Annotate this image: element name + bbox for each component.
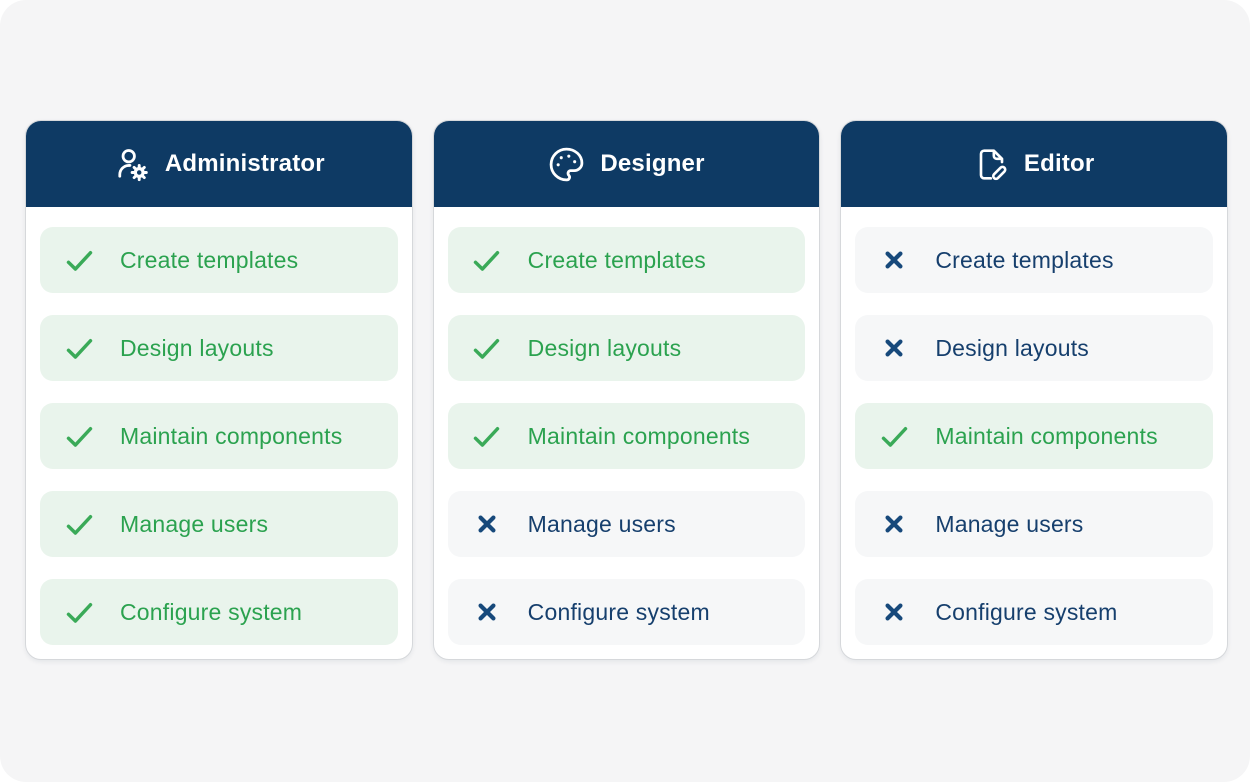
- permission-row: Maintain components: [447, 403, 806, 469]
- permission-row: Manage users: [447, 491, 806, 557]
- check-icon: [471, 421, 503, 452]
- permission-label: Maintain components: [527, 422, 751, 449]
- permission-row: Design layouts: [447, 315, 806, 381]
- cross-icon: [471, 601, 503, 623]
- check-icon: [471, 245, 503, 276]
- permission-label: Create templates: [527, 246, 707, 273]
- permission-row: Design layouts: [855, 315, 1214, 381]
- user-gear-icon: [113, 146, 150, 183]
- permission-label: Create templates: [935, 246, 1114, 273]
- editor-card-header: Editor: [841, 121, 1228, 207]
- permission-label: Manage users: [120, 510, 269, 537]
- check-icon: [63, 421, 95, 452]
- permission-label: Configure system: [527, 598, 710, 625]
- designer-card-header: Designer: [433, 121, 820, 207]
- cross-icon: [471, 513, 503, 535]
- permission-row: Create templates: [40, 227, 398, 293]
- permission-label: Maintain components: [935, 422, 1158, 449]
- permission-row: Maintain components: [855, 403, 1214, 469]
- administrator-permission-list: Create templates Design layouts Maintain…: [26, 207, 412, 659]
- permission-label: Design layouts: [527, 334, 682, 361]
- cross-icon: [878, 337, 910, 359]
- permission-row: Configure system: [40, 579, 398, 645]
- permission-label: Configure system: [935, 598, 1118, 625]
- palette-icon: [548, 146, 585, 183]
- check-icon: [63, 333, 95, 364]
- file-pen-icon: [974, 147, 1009, 182]
- editor-permission-list: Create templates Design layouts Maintain…: [841, 207, 1227, 659]
- permission-row: Design layouts: [40, 315, 398, 381]
- permission-label: Manage users: [935, 510, 1084, 537]
- permission-row: Configure system: [447, 579, 806, 645]
- check-icon: [63, 245, 95, 276]
- administrator-card-header: Administrator: [26, 121, 412, 207]
- role-title: Administrator: [164, 150, 325, 177]
- permission-label: Configure system: [120, 598, 303, 625]
- role-title: Editor: [1023, 150, 1095, 177]
- permission-row: Create templates: [855, 227, 1214, 293]
- permission-row: Create templates: [447, 227, 806, 293]
- permission-label: Maintain components: [120, 422, 343, 449]
- cross-icon: [878, 601, 910, 623]
- check-icon: [63, 597, 95, 628]
- role-cards-row: Administrator Create templates Design la…: [25, 120, 1229, 660]
- cross-icon: [878, 249, 910, 271]
- permission-row: Manage users: [40, 491, 398, 557]
- permission-label: Manage users: [527, 510, 676, 537]
- role-card-designer: Designer Create templates Design layouts…: [432, 120, 821, 660]
- permission-row: Maintain components: [40, 403, 398, 469]
- cross-icon: [878, 513, 910, 535]
- permission-row: Configure system: [855, 579, 1214, 645]
- role-card-editor: Editor Create templates Design layouts M…: [840, 120, 1229, 660]
- check-icon: [471, 333, 503, 364]
- role-card-administrator: Administrator Create templates Design la…: [25, 120, 413, 660]
- check-icon: [63, 509, 95, 540]
- permission-row: Manage users: [855, 491, 1214, 557]
- role-title: Designer: [600, 150, 705, 177]
- permission-label: Design layouts: [120, 334, 274, 361]
- permission-label: Design layouts: [935, 334, 1090, 361]
- designer-permission-list: Create templates Design layouts Maintain…: [434, 207, 820, 659]
- check-icon: [878, 421, 910, 452]
- permission-label: Create templates: [120, 246, 299, 273]
